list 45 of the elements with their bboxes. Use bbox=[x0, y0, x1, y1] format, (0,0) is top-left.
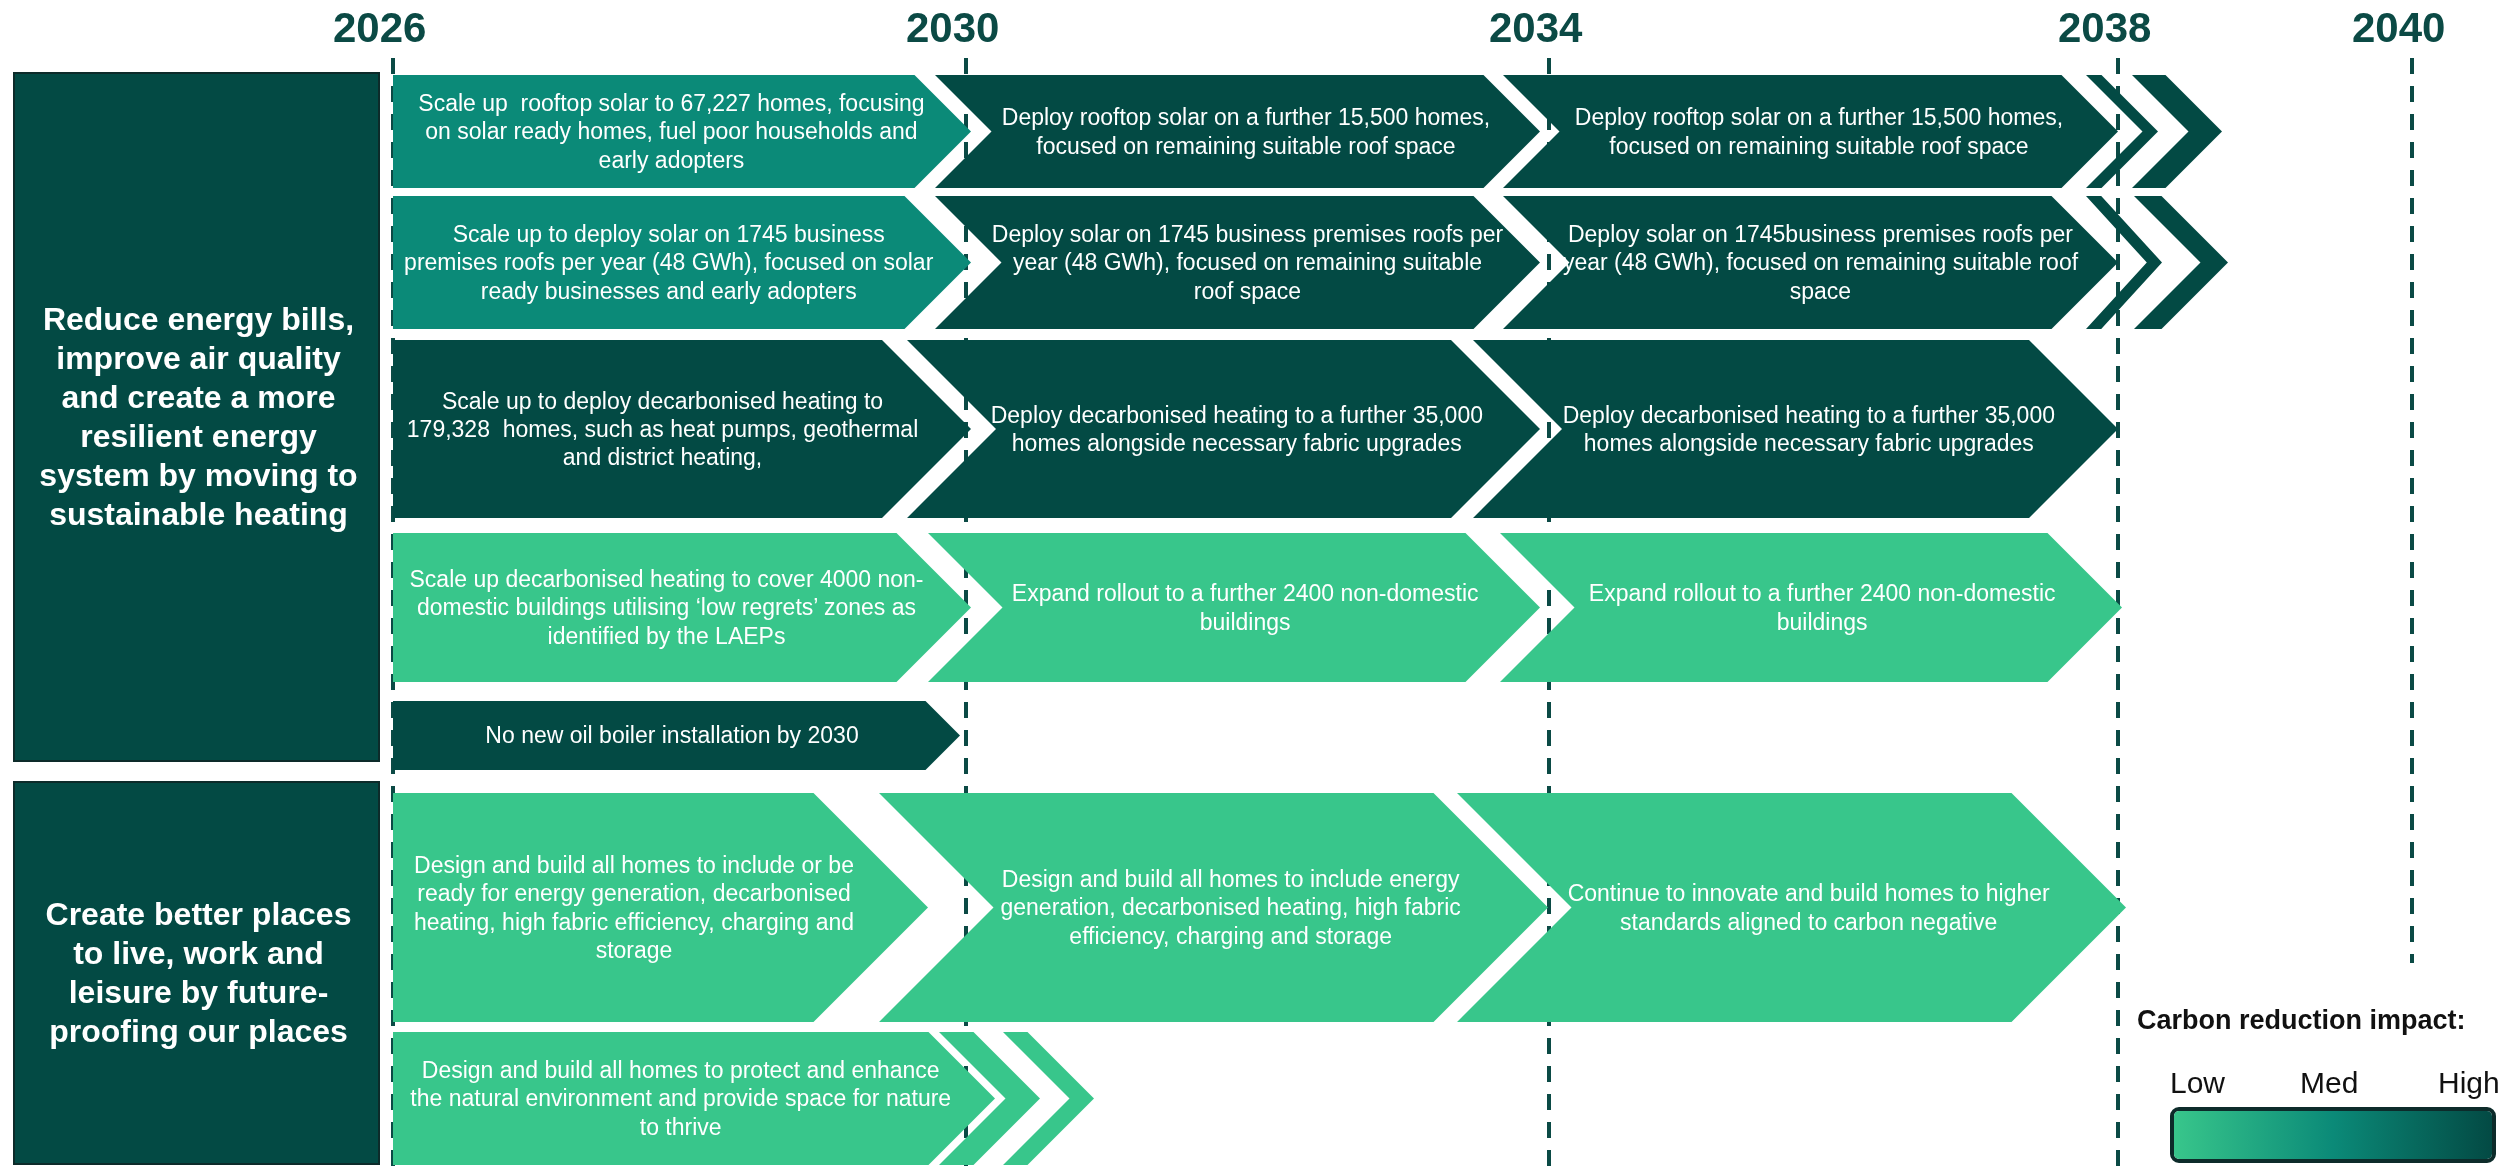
roadmap-stage-banner bbox=[2086, 75, 2158, 188]
legend-title: Carbon reduction impact: bbox=[2137, 1005, 2466, 1036]
roadmap-stage-banner bbox=[935, 75, 1540, 188]
step-text: No new oil boiler installation by 2030 bbox=[485, 721, 859, 750]
step-text: Deploy decarbonised heating to a further 35,000 homes alongside necessary fabric upgrades bbox=[1561, 400, 2056, 458]
step-text: Deploy solar on 1745 business premises roofs per year (48 GWh), focused on remaining suitable roof space bbox=[991, 220, 1504, 305]
step-text: Deploy decarbonised heating to a further 35,000 homes alongside necessary fabric upgrades bbox=[989, 400, 1484, 458]
step-text: Scale up to deploy solar on 1745 business premises roofs per year (48 GWh), focused on solar ready businesses and early adopters bbox=[403, 220, 935, 305]
step-text: Scale up decarbonised heating to cover 4000 non-domestic buildings utilising ‘low regrets’ zones as identified by the LAEPs bbox=[408, 565, 925, 650]
roadmap-stage-banner bbox=[1003, 1032, 1094, 1165]
step-text: Design and build all homes to include or be ready for energy generation, decarbonised heating, high fabric efficiency, charging and storage bbox=[412, 851, 856, 964]
roadmap-stage-banner bbox=[393, 340, 971, 518]
legend-label: Med bbox=[2300, 1066, 2359, 1100]
roadmap-stage-banner bbox=[879, 793, 1548, 1022]
roadmap-stage-banner bbox=[2132, 75, 2222, 188]
year-label: 2030 bbox=[906, 4, 1000, 52]
step-text: Deploy rooftop solar on a further 15,500 homes, focused on remaining suitable roof space bbox=[1573, 103, 2065, 160]
roadmap-stage-banner bbox=[2134, 196, 2228, 329]
theme-box bbox=[13, 72, 380, 762]
roadmap-stage-banner bbox=[928, 533, 1540, 682]
legend-label: High bbox=[2438, 1066, 2500, 1100]
step-text: Expand rollout to a further 2400 non-domestic buildings bbox=[1587, 579, 2057, 636]
roadmap-stage-banner bbox=[393, 793, 928, 1022]
theme-box bbox=[13, 781, 380, 1165]
step-text: Scale up rooftop solar to 67,227 homes, focusing on solar ready homes, fuel poor households and early adopters bbox=[417, 89, 926, 174]
theme-text: Reduce energy bills, improve air quality and create a more resilient energy system by moving to sustainable heating bbox=[38, 299, 359, 535]
year-label: 2034 bbox=[1489, 4, 1583, 52]
year-label: 2040 bbox=[2352, 4, 2446, 52]
step-text: Design and build all homes to protect and enhance the natural environment and provide space for nature to thrive bbox=[409, 1056, 953, 1141]
roadmap-stage-banner bbox=[393, 75, 971, 188]
roadmap-stage-banner bbox=[393, 533, 971, 682]
year-label: 2026 bbox=[333, 4, 427, 52]
roadmap-stage-banner bbox=[935, 196, 1540, 329]
roadmap-stage-banner bbox=[1500, 533, 2122, 682]
year-label: 2038 bbox=[2058, 4, 2152, 52]
roadmap-stage-banner bbox=[393, 701, 960, 770]
step-text: Deploy rooftop solar on a further 15,500 homes, focused on remaining suitable roof space bbox=[1000, 103, 1492, 160]
step-text: Expand rollout to a further 2400 non-domestic buildings bbox=[1010, 579, 1480, 636]
roadmap-stage-banner bbox=[2086, 196, 2162, 329]
step-text: Continue to innovate and build homes to higher standards aligned to carbon negative bbox=[1566, 879, 2051, 936]
legend-label: Low bbox=[2170, 1066, 2226, 1100]
roadmap-stage-banner bbox=[393, 196, 971, 329]
theme-text: Create better places to live, work and leisure by future-proofing our places bbox=[44, 894, 353, 1052]
step-text: Design and build all homes to include energy generation, decarbonised heating, high fabric efficiency, charging and storage bbox=[999, 865, 1462, 950]
step-text: Scale up to deploy decarbonised heating to 179,328 homes, such as heat pumps, geothermal and district heating, bbox=[405, 386, 920, 472]
